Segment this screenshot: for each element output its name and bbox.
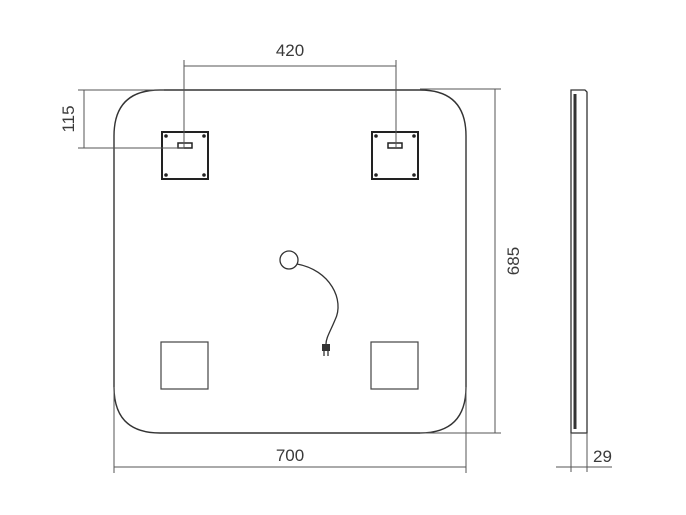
bottom-pad-right bbox=[370, 341, 419, 390]
power-cable bbox=[279, 250, 339, 356]
mounting-bracket-right bbox=[371, 131, 419, 180]
bottom-pad-left bbox=[160, 341, 209, 390]
dimension-label-depth: 29 bbox=[593, 447, 612, 466]
dimension-top-spacing: 420 bbox=[183, 41, 397, 148]
dimension-height: 685 bbox=[420, 88, 523, 434]
dimension-label-top-spacing: 420 bbox=[276, 41, 304, 60]
mirror-side-view bbox=[570, 89, 588, 434]
dimension-label-height: 685 bbox=[504, 247, 523, 275]
dimension-label-top-offset: 115 bbox=[59, 105, 78, 132]
dimension-label-width: 700 bbox=[276, 446, 304, 465]
dimension-depth: 29 bbox=[556, 433, 612, 472]
mirror-front-outline bbox=[113, 89, 467, 434]
dimension-top-offset: 115 bbox=[59, 89, 184, 149]
dimension-width: 700 bbox=[113, 387, 467, 473]
mounting-bracket-left bbox=[161, 131, 209, 180]
